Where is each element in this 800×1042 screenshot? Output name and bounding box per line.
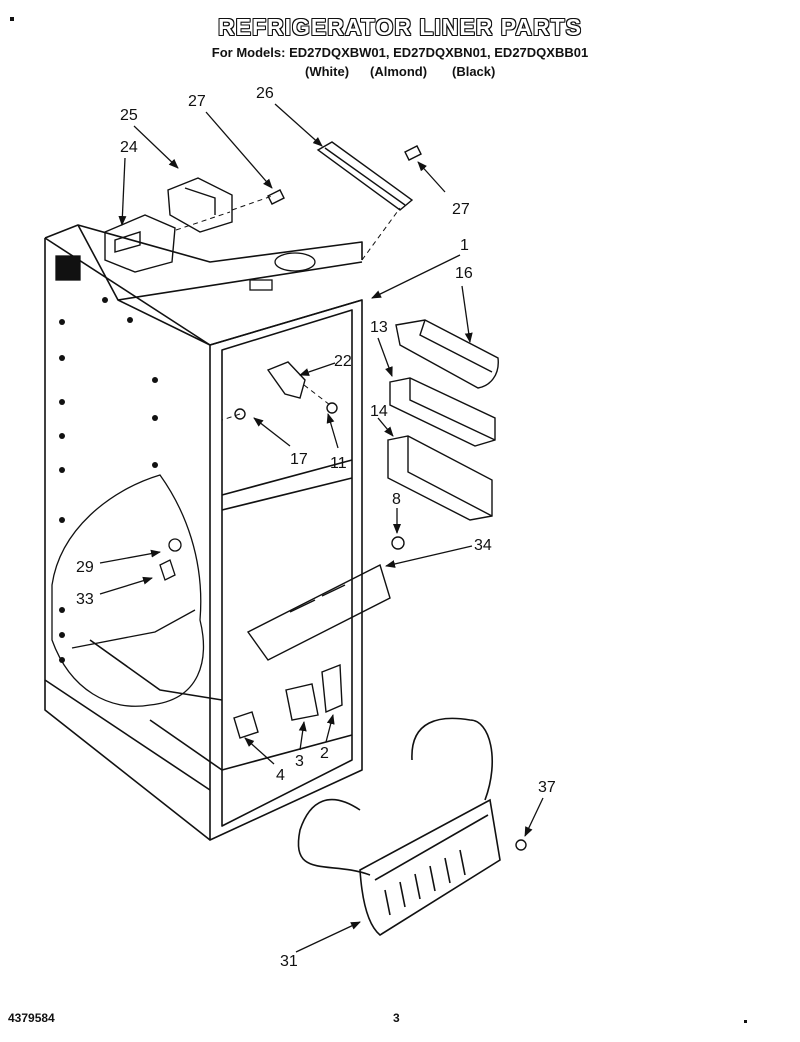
reference-lines	[175, 195, 401, 421]
callout-14: 14	[370, 403, 388, 420]
callout-27-right: 27	[452, 201, 470, 218]
part-13-rail	[389, 377, 496, 447]
callout-34: 34	[474, 537, 492, 554]
part-16-trough	[395, 319, 499, 389]
callout-16: 16	[455, 265, 473, 282]
callout-22: 22	[334, 353, 352, 370]
callout-2: 2	[320, 745, 329, 762]
callout-25: 25	[120, 107, 138, 124]
wall-holes	[59, 297, 158, 663]
liner-top-features	[55, 252, 316, 291]
color-black: (Black)	[452, 64, 496, 79]
callout-1: 1	[460, 237, 469, 254]
callout-labels: 25 27 26 24 27 1 16 13 22 14 17 11 8 34 …	[76, 85, 556, 970]
callout-37: 37	[538, 779, 556, 796]
color-almond: (Almond)	[370, 64, 428, 79]
part-34-cover	[246, 563, 391, 661]
callout-4: 4	[276, 767, 285, 784]
page-title: REFRIGERATOR LINER PARTS	[218, 14, 582, 40]
part-25-bracket	[167, 177, 233, 233]
color-white: (White)	[305, 64, 350, 79]
callout-8: 8	[392, 491, 401, 508]
callout-26: 26	[256, 85, 274, 102]
callout-31: 31	[280, 953, 298, 970]
doc-number: 4379584	[8, 1011, 55, 1025]
callout-11: 11	[330, 455, 347, 472]
part-26-channel	[316, 141, 414, 211]
leader-arrows	[99, 103, 544, 953]
callout-24: 24	[120, 139, 138, 156]
callout-29: 29	[76, 559, 94, 576]
page-number: 3	[393, 1011, 400, 1025]
part-8-fastener	[391, 536, 405, 550]
liner-cabinet	[44, 224, 363, 841]
part-27-screw	[267, 145, 422, 205]
callout-27-left: 27	[188, 93, 206, 110]
models-line: For Models: ED27DQXBW01, ED27DQXBN01, ED…	[211, 45, 589, 60]
part-22-bracket	[266, 361, 306, 399]
cutaway-light-housing	[51, 474, 205, 707]
part-2-3-4-components	[233, 663, 343, 739]
part-11-17-fasteners	[234, 402, 338, 420]
callout-33: 33	[76, 591, 94, 608]
corner-mark-bottom-right	[744, 1020, 747, 1023]
part-14-housing	[387, 435, 493, 521]
corner-mark-top-left	[10, 17, 14, 21]
callout-13: 13	[370, 319, 388, 336]
part-24-socket	[104, 214, 176, 273]
callout-17: 17	[290, 451, 308, 468]
callout-3: 3	[295, 753, 304, 770]
part-31-pan	[297, 717, 501, 936]
part-37-screw	[515, 839, 527, 851]
